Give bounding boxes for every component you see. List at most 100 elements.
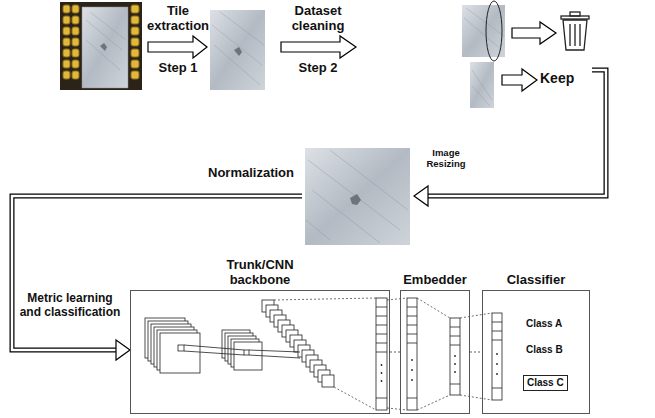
board-photo xyxy=(131,71,139,79)
hollow-arrow xyxy=(502,69,537,91)
vector-dots xyxy=(496,373,498,375)
board-photo xyxy=(63,60,70,68)
class-label: Class A xyxy=(526,318,562,330)
trash-icon xyxy=(561,12,589,50)
vector-dots xyxy=(381,372,383,374)
step-title: Tile extraction xyxy=(141,4,215,34)
feature-vector xyxy=(492,313,502,400)
step-number: Step 1 xyxy=(148,61,208,76)
feature-vector xyxy=(450,318,460,395)
projection-line xyxy=(387,298,407,410)
feature-vector xyxy=(376,307,387,398)
vector-dots xyxy=(381,380,383,382)
discarded-tile xyxy=(464,8,504,50)
kept-tile xyxy=(472,70,492,106)
normalized-image xyxy=(305,148,410,245)
discarded-tile xyxy=(462,5,505,57)
vector-dots xyxy=(454,371,456,373)
projection-line xyxy=(274,298,376,410)
flow-route xyxy=(12,70,606,360)
board-photo xyxy=(131,60,139,68)
backbone-box: Trunk/CNN backbone xyxy=(130,290,390,414)
board-photo xyxy=(72,49,79,57)
feature-vector xyxy=(407,307,417,398)
feature-maps xyxy=(322,375,334,387)
feature-vector xyxy=(407,298,417,410)
keep-label: Keep xyxy=(540,70,588,86)
board-photo xyxy=(82,7,128,88)
board-photo xyxy=(63,71,70,79)
board-photo xyxy=(60,2,142,90)
vector-dots xyxy=(411,369,413,371)
stage-title: Classifier xyxy=(488,273,584,288)
board-photo xyxy=(72,38,79,46)
vector-dots xyxy=(496,363,498,365)
feature-vector xyxy=(492,322,502,388)
board-photo xyxy=(86,12,126,70)
flow-route xyxy=(414,186,428,206)
board-photo xyxy=(72,27,79,35)
board-photo xyxy=(72,60,79,68)
dashed-connector xyxy=(470,352,482,353)
board-photo xyxy=(72,5,79,13)
step-arrow xyxy=(148,36,207,58)
board-photo xyxy=(63,5,70,13)
board-photo xyxy=(100,43,107,51)
board-photo xyxy=(131,38,139,46)
normalized-image xyxy=(350,194,361,205)
class-box: Class C xyxy=(523,375,568,391)
resize-label: Image Resizing xyxy=(418,148,474,170)
trash-icon xyxy=(570,24,580,46)
discarded-tile xyxy=(462,1,505,61)
feature-maps xyxy=(178,345,184,351)
feature-maps xyxy=(184,345,300,358)
tile-image xyxy=(210,10,265,90)
kept-tile xyxy=(470,62,494,108)
step-title: Dataset cleaning xyxy=(281,4,355,34)
normalized-image xyxy=(305,148,410,245)
dashed-connector xyxy=(390,352,400,353)
projection-line xyxy=(417,298,450,410)
trash-icon xyxy=(563,20,587,50)
tile-image xyxy=(212,12,264,85)
stage-title: Embedder xyxy=(393,273,477,288)
embedder-box: Embedder xyxy=(400,290,470,414)
vector-dots xyxy=(381,364,383,366)
vector-dots xyxy=(454,363,456,365)
stage-label: Metric learning and classification xyxy=(18,292,122,320)
projection-line xyxy=(274,298,492,410)
tile-image xyxy=(234,47,242,56)
board-photo xyxy=(131,49,139,57)
vector-dots xyxy=(411,379,413,381)
vector-dots xyxy=(496,353,498,355)
stage-title: Trunk/CNN backbone xyxy=(200,258,320,288)
step-number: Step 2 xyxy=(288,61,348,76)
stage-label: Normalization xyxy=(190,166,294,181)
feature-maps xyxy=(145,300,334,387)
board-photo xyxy=(63,49,70,57)
feature-maps xyxy=(160,333,200,373)
board-photo xyxy=(131,5,139,13)
tile-image xyxy=(210,10,265,90)
board-photo xyxy=(63,38,70,46)
board-photo xyxy=(63,27,70,35)
projection-line xyxy=(460,313,492,400)
vector-dots xyxy=(411,359,413,361)
flow-route xyxy=(428,70,606,196)
hollow-arrow xyxy=(512,22,556,44)
normalized-image xyxy=(306,150,408,243)
class-label: Class C xyxy=(527,377,564,389)
flow-route xyxy=(428,70,606,196)
trash-icon xyxy=(561,16,589,19)
feature-maps xyxy=(234,342,262,370)
vector-dots xyxy=(381,353,498,382)
discarded-tile xyxy=(486,1,502,61)
class-label: Class B xyxy=(526,344,563,356)
kept-tile xyxy=(470,62,494,108)
flow-route xyxy=(116,340,130,360)
step-arrow xyxy=(148,36,356,58)
board-photo xyxy=(60,2,142,90)
board-photo xyxy=(131,27,139,35)
board-photo xyxy=(131,16,139,24)
classifier-box: ClassifierClass AClass BClass C xyxy=(482,290,590,414)
